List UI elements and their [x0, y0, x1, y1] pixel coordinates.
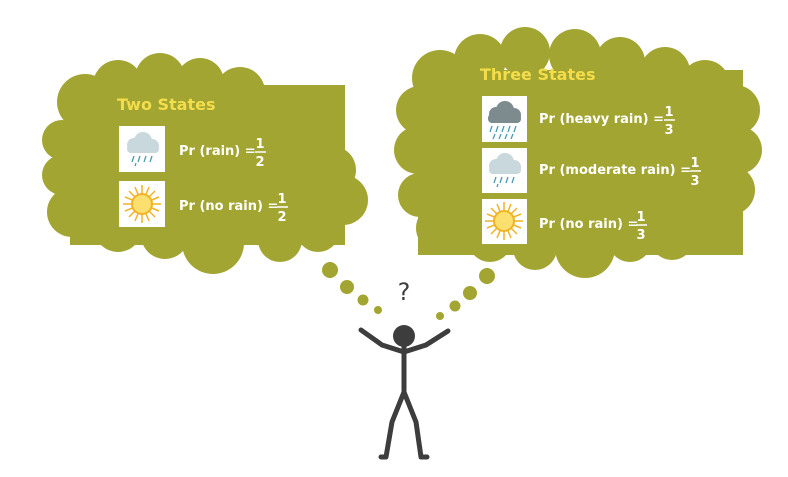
three-states-title: Three States	[480, 65, 595, 84]
fraction-numerator: 1	[255, 137, 264, 152]
thought-cloud-three-states	[394, 27, 762, 278]
thought-bubbles-left	[322, 262, 382, 314]
fraction-numerator: 1	[277, 192, 286, 207]
fraction-numerator: 1	[664, 105, 673, 120]
prob-label: Pr (no rain) =	[539, 217, 638, 232]
stick-figure	[358, 325, 451, 460]
prob-label: Pr (no rain) =	[179, 199, 278, 214]
two-states-title: Two States	[117, 95, 216, 114]
question-mark: ?	[398, 278, 411, 306]
prob-label: Pr (heavy rain) =	[539, 112, 664, 127]
thought-cloud-two-states	[42, 53, 368, 274]
prob-label: Pr (moderate rain) =	[539, 163, 691, 178]
fraction-denominator: 2	[277, 210, 286, 225]
fraction-denominator: 2	[255, 155, 264, 170]
fraction-denominator: 3	[690, 174, 699, 189]
fraction-denominator: 3	[636, 228, 645, 243]
thought-bubbles-right	[436, 268, 495, 320]
fraction-numerator: 1	[690, 156, 699, 171]
fraction-denominator: 3	[664, 123, 673, 138]
fraction-numerator: 1	[636, 210, 645, 225]
prob-label: Pr (rain) =	[179, 144, 256, 159]
